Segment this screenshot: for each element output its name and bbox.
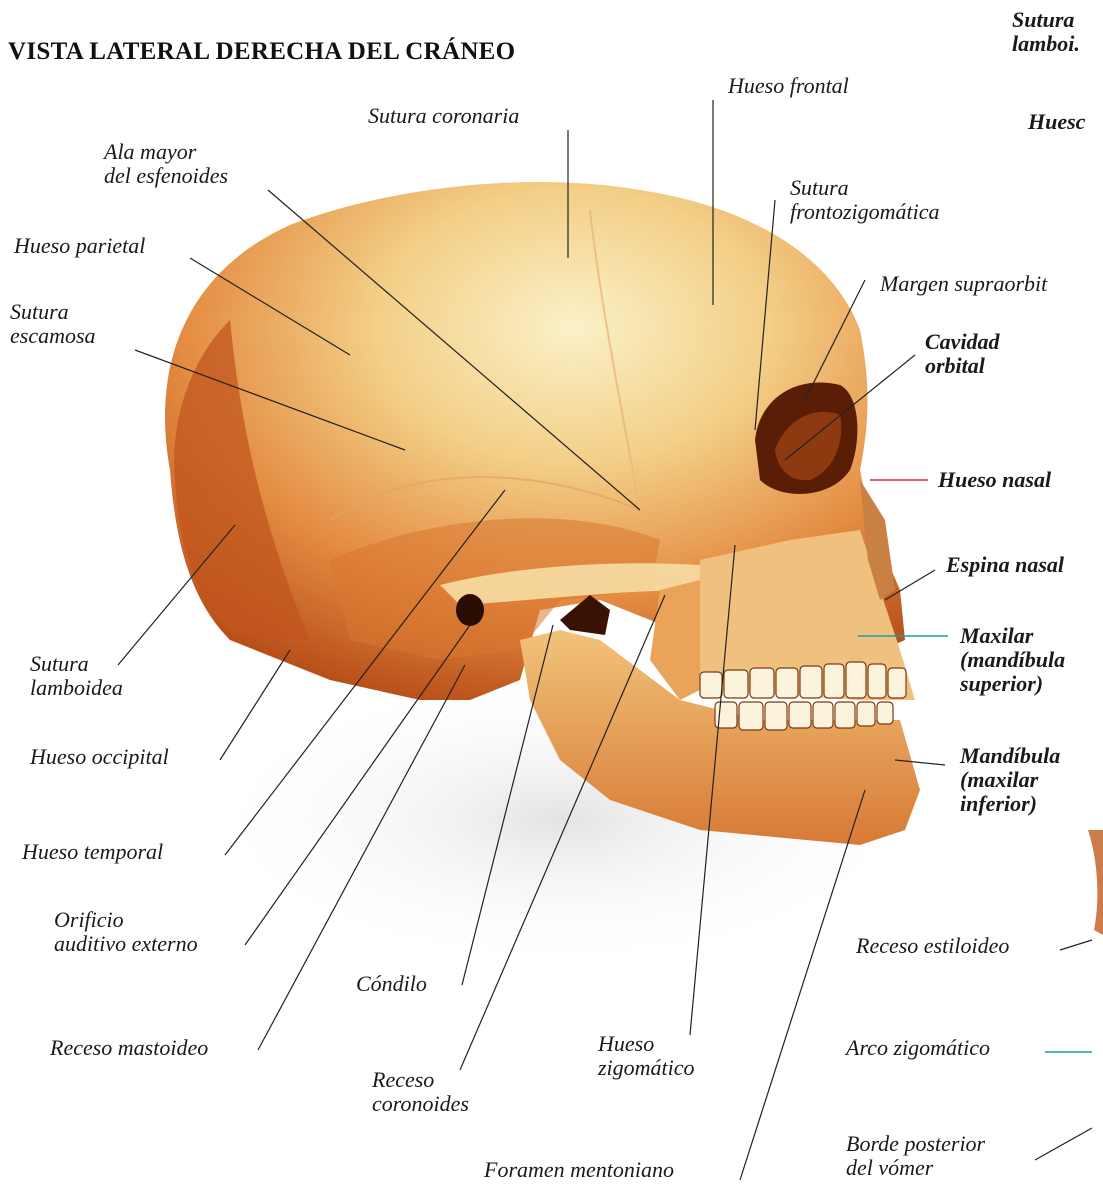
label-sutura-lamboidea: Sutura lamboidea bbox=[30, 652, 123, 700]
label-foramen-mentoniano: Foramen mentoniano bbox=[484, 1158, 674, 1182]
label-hueso-zigomatico: Hueso zigomático bbox=[598, 1032, 695, 1080]
page-title: VISTA LATERAL DERECHA DEL CRÁNEO bbox=[8, 38, 515, 66]
label-cut-sutura-lamboidea: Sutura lamboi. bbox=[1012, 8, 1080, 56]
label-cavidad-orbital: Cavidad orbital bbox=[925, 330, 1000, 378]
label-hueso-frontal: Hueso frontal bbox=[728, 74, 849, 98]
label-hueso-nasal: Hueso nasal bbox=[938, 468, 1051, 492]
label-hueso-occipital: Hueso occipital bbox=[30, 745, 169, 769]
label-cut-hueso: Huesc bbox=[1028, 110, 1085, 134]
label-hueso-parietal: Hueso parietal bbox=[14, 234, 145, 258]
label-sutura-escamosa: Sutura escamosa bbox=[10, 300, 96, 348]
ear-canal bbox=[456, 594, 484, 626]
label-ala-mayor: Ala mayor del esfenoides bbox=[104, 140, 228, 188]
label-maxilar: Maxilar (mandíbula superior) bbox=[960, 624, 1065, 696]
label-sutura-coronaria: Sutura coronaria bbox=[368, 104, 519, 128]
leader-borde-vomer bbox=[1035, 1128, 1092, 1160]
label-receso-estiloideo: Receso estiloideo bbox=[856, 934, 1009, 958]
label-orificio-auditivo: Orificio auditivo externo bbox=[54, 908, 198, 956]
label-borde-vomer: Borde posterior del vómer bbox=[846, 1132, 985, 1180]
label-condilo: Cóndilo bbox=[356, 972, 427, 996]
adjacent-figure-edge bbox=[1088, 830, 1103, 935]
leader-receso-estiloideo bbox=[1060, 940, 1092, 950]
label-margen-supraorbital: Margen supraorbit bbox=[880, 272, 1047, 296]
label-sutura-frontozigomatica: Sutura frontozigomática bbox=[790, 176, 940, 224]
label-receso-mastoideo: Receso mastoideo bbox=[50, 1036, 208, 1060]
lower-teeth bbox=[715, 702, 893, 730]
label-mandibula: Mandíbula (maxilar inferior) bbox=[960, 744, 1060, 816]
label-arco-zigomatico: Arco zigomático bbox=[846, 1036, 990, 1060]
label-espina-nasal: Espina nasal bbox=[946, 553, 1064, 577]
label-hueso-temporal: Hueso temporal bbox=[22, 840, 163, 864]
label-receso-coronoides: Receso coronoides bbox=[372, 1068, 469, 1116]
